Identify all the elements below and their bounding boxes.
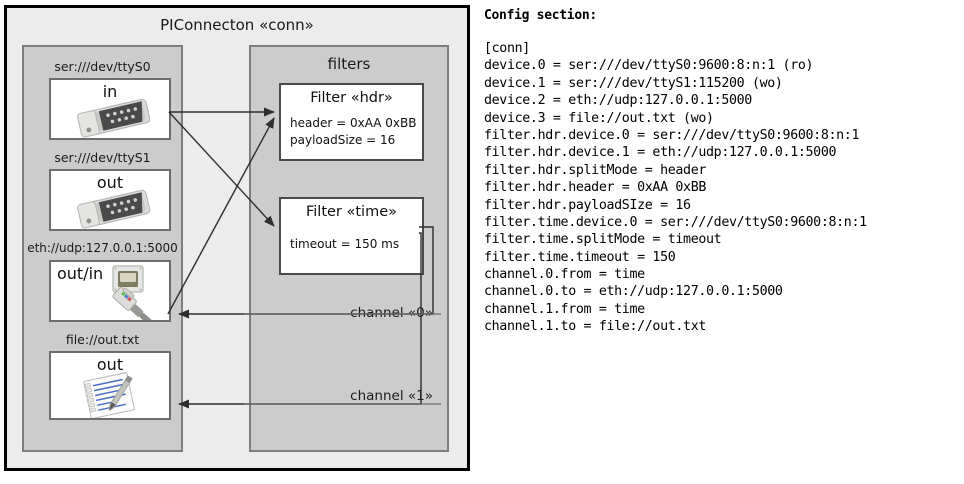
device-box-file[interactable]: out xyxy=(49,351,171,420)
filter-title-time: Filter «time» xyxy=(305,204,398,220)
filter-prop-header: header = 0xAA 0xBB xyxy=(290,116,417,130)
component-title: PIConnecton «conn» xyxy=(160,16,314,34)
device-box-ttys1[interactable]: out xyxy=(49,169,171,231)
config-pane: Config section: [conn] device.0 = ser:///… xyxy=(484,8,960,478)
config-line: [conn] xyxy=(484,41,530,56)
config-lines: [conn] device.0 = ser:///dev/ttyS0:9600:8… xyxy=(484,40,960,336)
device-label-ttys0: ser:///dev/ttyS0 xyxy=(54,59,151,74)
config-line: filter.time.timeout = 150 xyxy=(484,249,676,265)
config-line: device.1 = ser:///dev/ttyS1:115200 (wo) xyxy=(484,75,783,91)
filter-box-hdr[interactable]: Filter «hdr» header = 0xAA 0xBB payloadS… xyxy=(279,83,424,161)
config-line: filter.time.device.0 = ser:///dev/ttyS0:… xyxy=(484,214,867,230)
config-line: filter.hdr.header = 0xAA 0xBB xyxy=(484,180,707,196)
config-line: filter.hdr.device.0 = ser:///dev/ttyS0:9… xyxy=(484,127,860,143)
devices-panel: ser:///dev/ttyS0 in xyxy=(22,45,183,452)
channel-label-1: channel «1» xyxy=(350,388,433,404)
config-line: filter.hdr.device.1 = eth://udp:127.0.0.… xyxy=(484,145,837,161)
device-label-eth: eth://udp:127.0.0.1:5000 xyxy=(27,241,178,255)
channel-label-0: channel «0» xyxy=(350,305,433,321)
device-label-file: file://out.txt xyxy=(65,332,140,347)
config-line: filter.hdr.payloadSIze = 16 xyxy=(484,197,691,213)
filters-panel: filters Filter «hdr» header = 0xAA 0xBB … xyxy=(249,45,449,452)
serial-port-icon xyxy=(77,98,151,138)
config-line: device.2 = eth://udp:127.0.0.1:5000 xyxy=(484,93,752,109)
config-heading: Config section: xyxy=(484,8,597,23)
filter-prop-timeout: timeout = 150 ms xyxy=(290,237,400,251)
config-line: filter.time.splitMode = timeout xyxy=(484,232,722,248)
config-line: device.0 = ser:///dev/ttyS0:9600:8:n:1 (… xyxy=(484,58,814,74)
config-line: channel.1.to = file://out.txt xyxy=(484,319,707,335)
device-mode-file: out xyxy=(96,355,124,374)
config-line: filter.hdr.splitMode = header xyxy=(484,162,707,178)
device-box-ttys0[interactable]: in xyxy=(49,78,171,140)
serial-port-icon xyxy=(77,189,151,229)
config-line: channel.1.from = time xyxy=(484,301,645,317)
filter-box-time[interactable]: Filter «time» timeout = 150 ms xyxy=(279,197,424,275)
filters-panel-title: filters xyxy=(327,55,371,73)
device-mode-eth: out/in xyxy=(57,264,104,283)
device-label-ttys1: ser:///dev/ttyS1 xyxy=(54,150,151,165)
device-mode-ttys1: out xyxy=(96,173,124,192)
ethernet-jack-icon xyxy=(112,265,152,320)
config-line: channel.0.from = time xyxy=(484,267,645,283)
text-file-icon xyxy=(83,372,135,418)
config-line: channel.0.to = eth://udp:127.0.0.1:5000 xyxy=(484,284,783,300)
filter-prop-payloadsize: payloadSize = 16 xyxy=(290,133,396,147)
config-line: device.3 = file://out.txt (wo) xyxy=(484,110,714,126)
filter-title-hdr: Filter «hdr» xyxy=(310,90,393,106)
device-box-eth[interactable]: out/in xyxy=(49,260,171,322)
device-mode-ttys0: in xyxy=(102,82,118,101)
component-frame: PIConnecton «conn» ser:///dev/ttyS0 in xyxy=(4,5,470,471)
